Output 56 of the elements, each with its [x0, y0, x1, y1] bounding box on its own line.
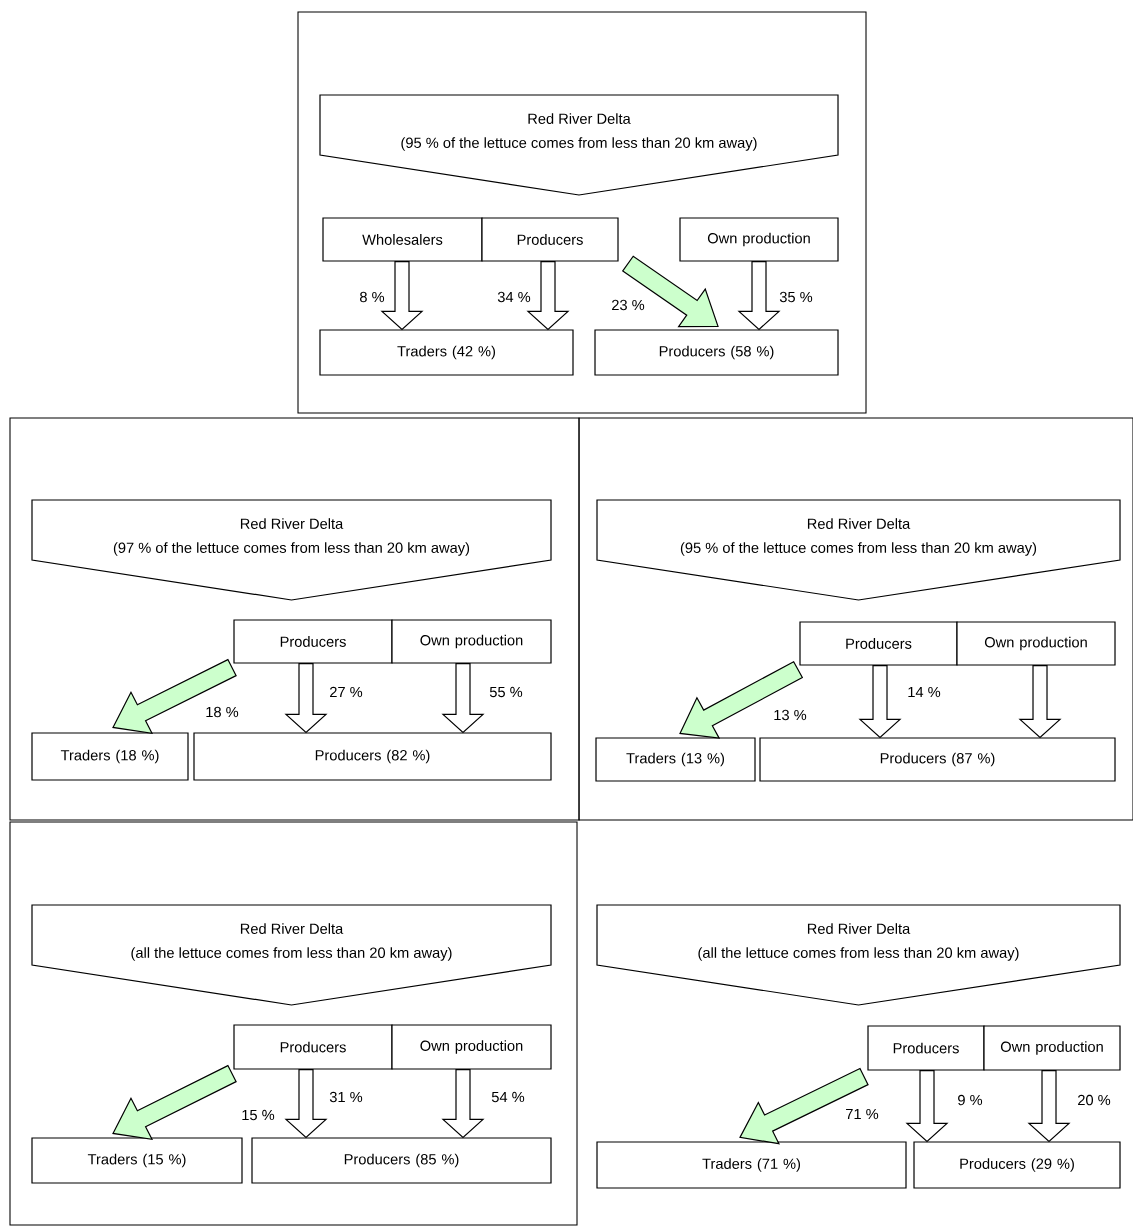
down-arrow-banner: Red River Delta (95 % of the lettuce comes from less than 20 km away): [319, 94, 839, 196]
text-box: Producers (29 %): [913, 1141, 1121, 1189]
text-box: Own production: [983, 1025, 1121, 1071]
block-arrow: [1027, 1070, 1071, 1143]
block-arrow: [284, 663, 328, 734]
edge-label: 54 %: [489, 1090, 527, 1104]
down-arrow-banner: Red River Delta (95 % of the lettuce comes from less than 20 km away): [596, 499, 1121, 601]
edge-label: 15 %: [239, 1108, 277, 1122]
down-arrow-banner: Red River Delta (97 % of the lettuce comes from less than 20 km away): [31, 499, 552, 601]
block-arrow: [380, 261, 424, 331]
text-box: Producers (87 %): [759, 737, 1116, 782]
down-arrow-banner: Red River Delta (all the lettuce comes from less than 20 km away): [31, 904, 552, 1006]
text-box: Producers: [481, 217, 619, 262]
panel-frame: [297, 11, 867, 414]
edge-label: 20 %: [1075, 1093, 1113, 1107]
edge-label: 35 %: [777, 290, 815, 304]
edge-label: 9 %: [956, 1093, 984, 1107]
text-box: Producers: [233, 619, 393, 664]
edge-label: 8 %: [358, 290, 386, 304]
text-box: Producers (58 %): [594, 329, 839, 376]
text-box: Producers: [867, 1025, 985, 1071]
block-arrow: [905, 1070, 949, 1143]
text-box: Producers: [799, 621, 958, 666]
text-box: Wholesalers: [322, 217, 483, 262]
block-arrow: [737, 261, 781, 331]
block-arrow: [1018, 665, 1062, 739]
edge-label: 23 %: [609, 298, 647, 312]
text-box: Own production: [391, 1024, 552, 1070]
edge-label: 55 %: [487, 685, 525, 699]
edge-label: 13 %: [771, 708, 809, 722]
text-box: Producers (82 %): [193, 732, 552, 781]
text-box: Traders (18 %): [31, 732, 189, 781]
down-arrow-banner: Red River Delta (all the lettuce comes from less than 20 km away): [596, 904, 1121, 1006]
text-box: Own production: [956, 621, 1116, 666]
text-box: Own production: [679, 217, 839, 262]
block-arrow: [858, 665, 902, 739]
text-box: Own production: [391, 619, 552, 664]
text-box: Traders (71 %): [596, 1141, 907, 1189]
edge-label: 27 %: [327, 685, 365, 699]
block-arrow: [284, 1069, 328, 1139]
text-box: Producers: [233, 1024, 393, 1070]
block-arrow: [441, 1069, 485, 1139]
block-arrow: [739, 1067, 869, 1145]
edge-label: 18 %: [203, 705, 241, 719]
block-arrow: [441, 663, 485, 734]
panel-frame: [9, 821, 578, 1226]
panel-frame: [9, 417, 580, 821]
edge-label: 34 %: [495, 290, 533, 304]
edge-label: 31 %: [327, 1090, 365, 1104]
edge-label: 71 %: [843, 1107, 881, 1121]
text-box: Traders (15 %): [31, 1137, 243, 1184]
text-box: Traders (13 %): [595, 737, 756, 782]
text-box: Producers (85 %): [251, 1137, 552, 1184]
edge-label: 14 %: [905, 685, 943, 699]
block-arrow: [526, 261, 570, 331]
text-box: Traders (42 %): [319, 329, 574, 376]
